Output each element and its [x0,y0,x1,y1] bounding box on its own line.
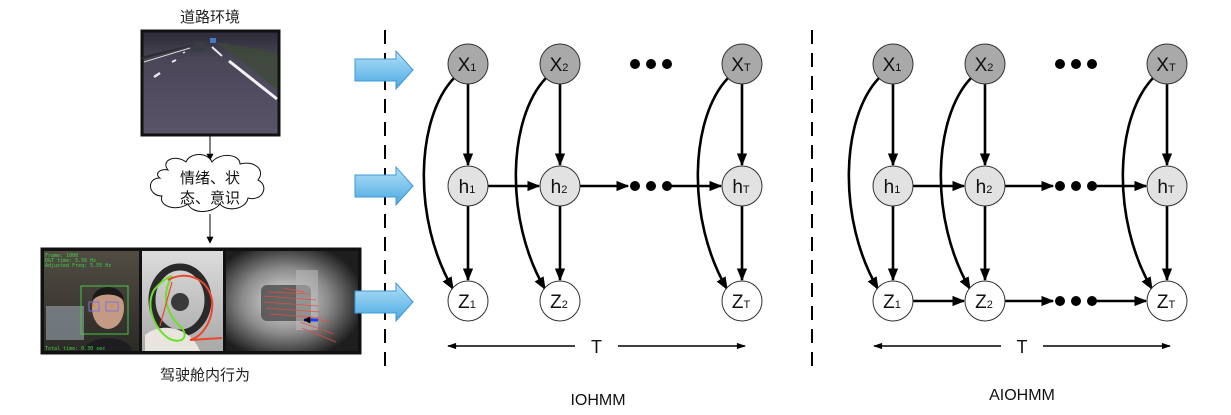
node-x3: XT [1146,43,1188,85]
node-h2: h2 [539,165,581,207]
node-z2-label: Z2 [975,292,993,313]
node-x1: X1 [872,43,914,85]
span-label: T [1017,337,1028,357]
edge-x1-to-z1 [847,77,880,291]
left-panel: 道路环境 情绪、状 态、意识 [40,8,362,384]
node-x3: XT [721,43,763,85]
node-h2-label: h2 [551,177,568,198]
node-h1: h1 [872,165,914,207]
node-z3-label: ZT [1157,292,1176,313]
edge-x2-to-z2 [939,77,972,291]
motion-track-points [263,287,337,343]
node-x2-label: X2 [550,55,569,76]
node-x1-label: X1 [883,55,902,76]
node-x1-label: X1 [458,55,477,76]
cabin-behavior-images: Frame: 1000 D&T time: 5.56 Hz Adjusted F… [40,247,362,355]
node-z3: ZT [1146,280,1188,322]
node-z1-label: Z1 [458,292,476,313]
node-z1-label: Z1 [883,292,901,313]
cloud-line-1: 情绪、状 [180,169,240,187]
node-x1: X1 [447,43,489,85]
lead-car [193,42,205,52]
node-z2: Z2 [539,280,581,322]
h-chain-ellipsis [1055,181,1097,191]
node-h2-label: h2 [976,177,993,198]
node-z3-label: ZT [732,292,751,313]
x-row-ellipsis [1055,59,1097,69]
face-camera-image: Frame: 1000 D&T time: 5.56 Hz Adjusted F… [44,251,139,352]
input-arrow-2 [354,165,414,207]
node-x2: X2 [539,43,581,85]
node-z3: ZT [721,280,763,322]
input-arrow-1 [354,49,414,91]
x-row-ellipsis [630,59,672,69]
cloud-line-2: 态、意识 [180,189,240,207]
z-chain-ellipsis [1055,296,1097,306]
node-x2: X2 [964,43,1006,85]
node-h1-label: h1 [459,177,476,198]
node-x3-label: XT [731,55,751,76]
node-h1-label: h1 [884,177,901,198]
input-arrow-3 [354,281,414,323]
model-caption: IOHMM [570,392,625,409]
node-z2-label: Z2 [550,292,568,313]
driver-state-cloud: 情绪、状 态、意识 [150,154,265,212]
node-x3-label: XT [1156,55,1176,76]
node-z2: Z2 [964,280,1006,322]
edge-x3-to-z3 [1121,77,1154,291]
node-h3-label: hT [1157,177,1175,198]
face-overlay-line-3: Adjusted Freq: 5.55 Hz [45,263,111,269]
node-z1: Z1 [872,280,914,322]
input-arrows [354,49,414,323]
model-iohmm: X1 X2 XT h1 h2 hT Z1 Z2 ZT T IOHMM [422,43,763,409]
face-overlay-line-1: Frame: 1000 [45,253,78,259]
model-caption: AIOHMM [989,387,1055,404]
road-environment-title: 道路环境 [180,8,240,26]
pedal-camera-image [226,251,358,351]
node-z1: Z1 [447,280,489,322]
h-chain-ellipsis [630,181,672,191]
node-h3-label: hT [732,177,750,198]
node-h1: h1 [447,165,489,207]
face-overlay-line-2: D&T time: 5.56 Hz [45,258,96,264]
edge-x1-to-z1 [422,77,455,291]
graphical-models: X1 X2 XT h1 h2 hT Z1 Z2 ZT T IOHMM X1 X2 XT h1 h2 hT Z1 Z2… [422,43,1188,409]
face-overlay-line-4: Total time: 0.30 sec [45,346,105,352]
edge-x2-to-z2 [514,77,547,291]
node-h3: hT [721,165,763,207]
model-aiohmm: X1 X2 XT h1 h2 hT Z1 Z2 ZT T AIOHMM [847,43,1188,404]
span-label: T [591,337,602,357]
node-h2: h2 [964,165,1006,207]
node-h3: hT [1146,165,1188,207]
cabin-behavior-title: 驾驶舱内行为 [160,366,250,384]
edge-x3-to-z3 [696,77,729,291]
node-x2-label: X2 [975,55,994,76]
steering-wheel-camera-image [142,251,223,351]
road-environment-image [140,29,281,137]
